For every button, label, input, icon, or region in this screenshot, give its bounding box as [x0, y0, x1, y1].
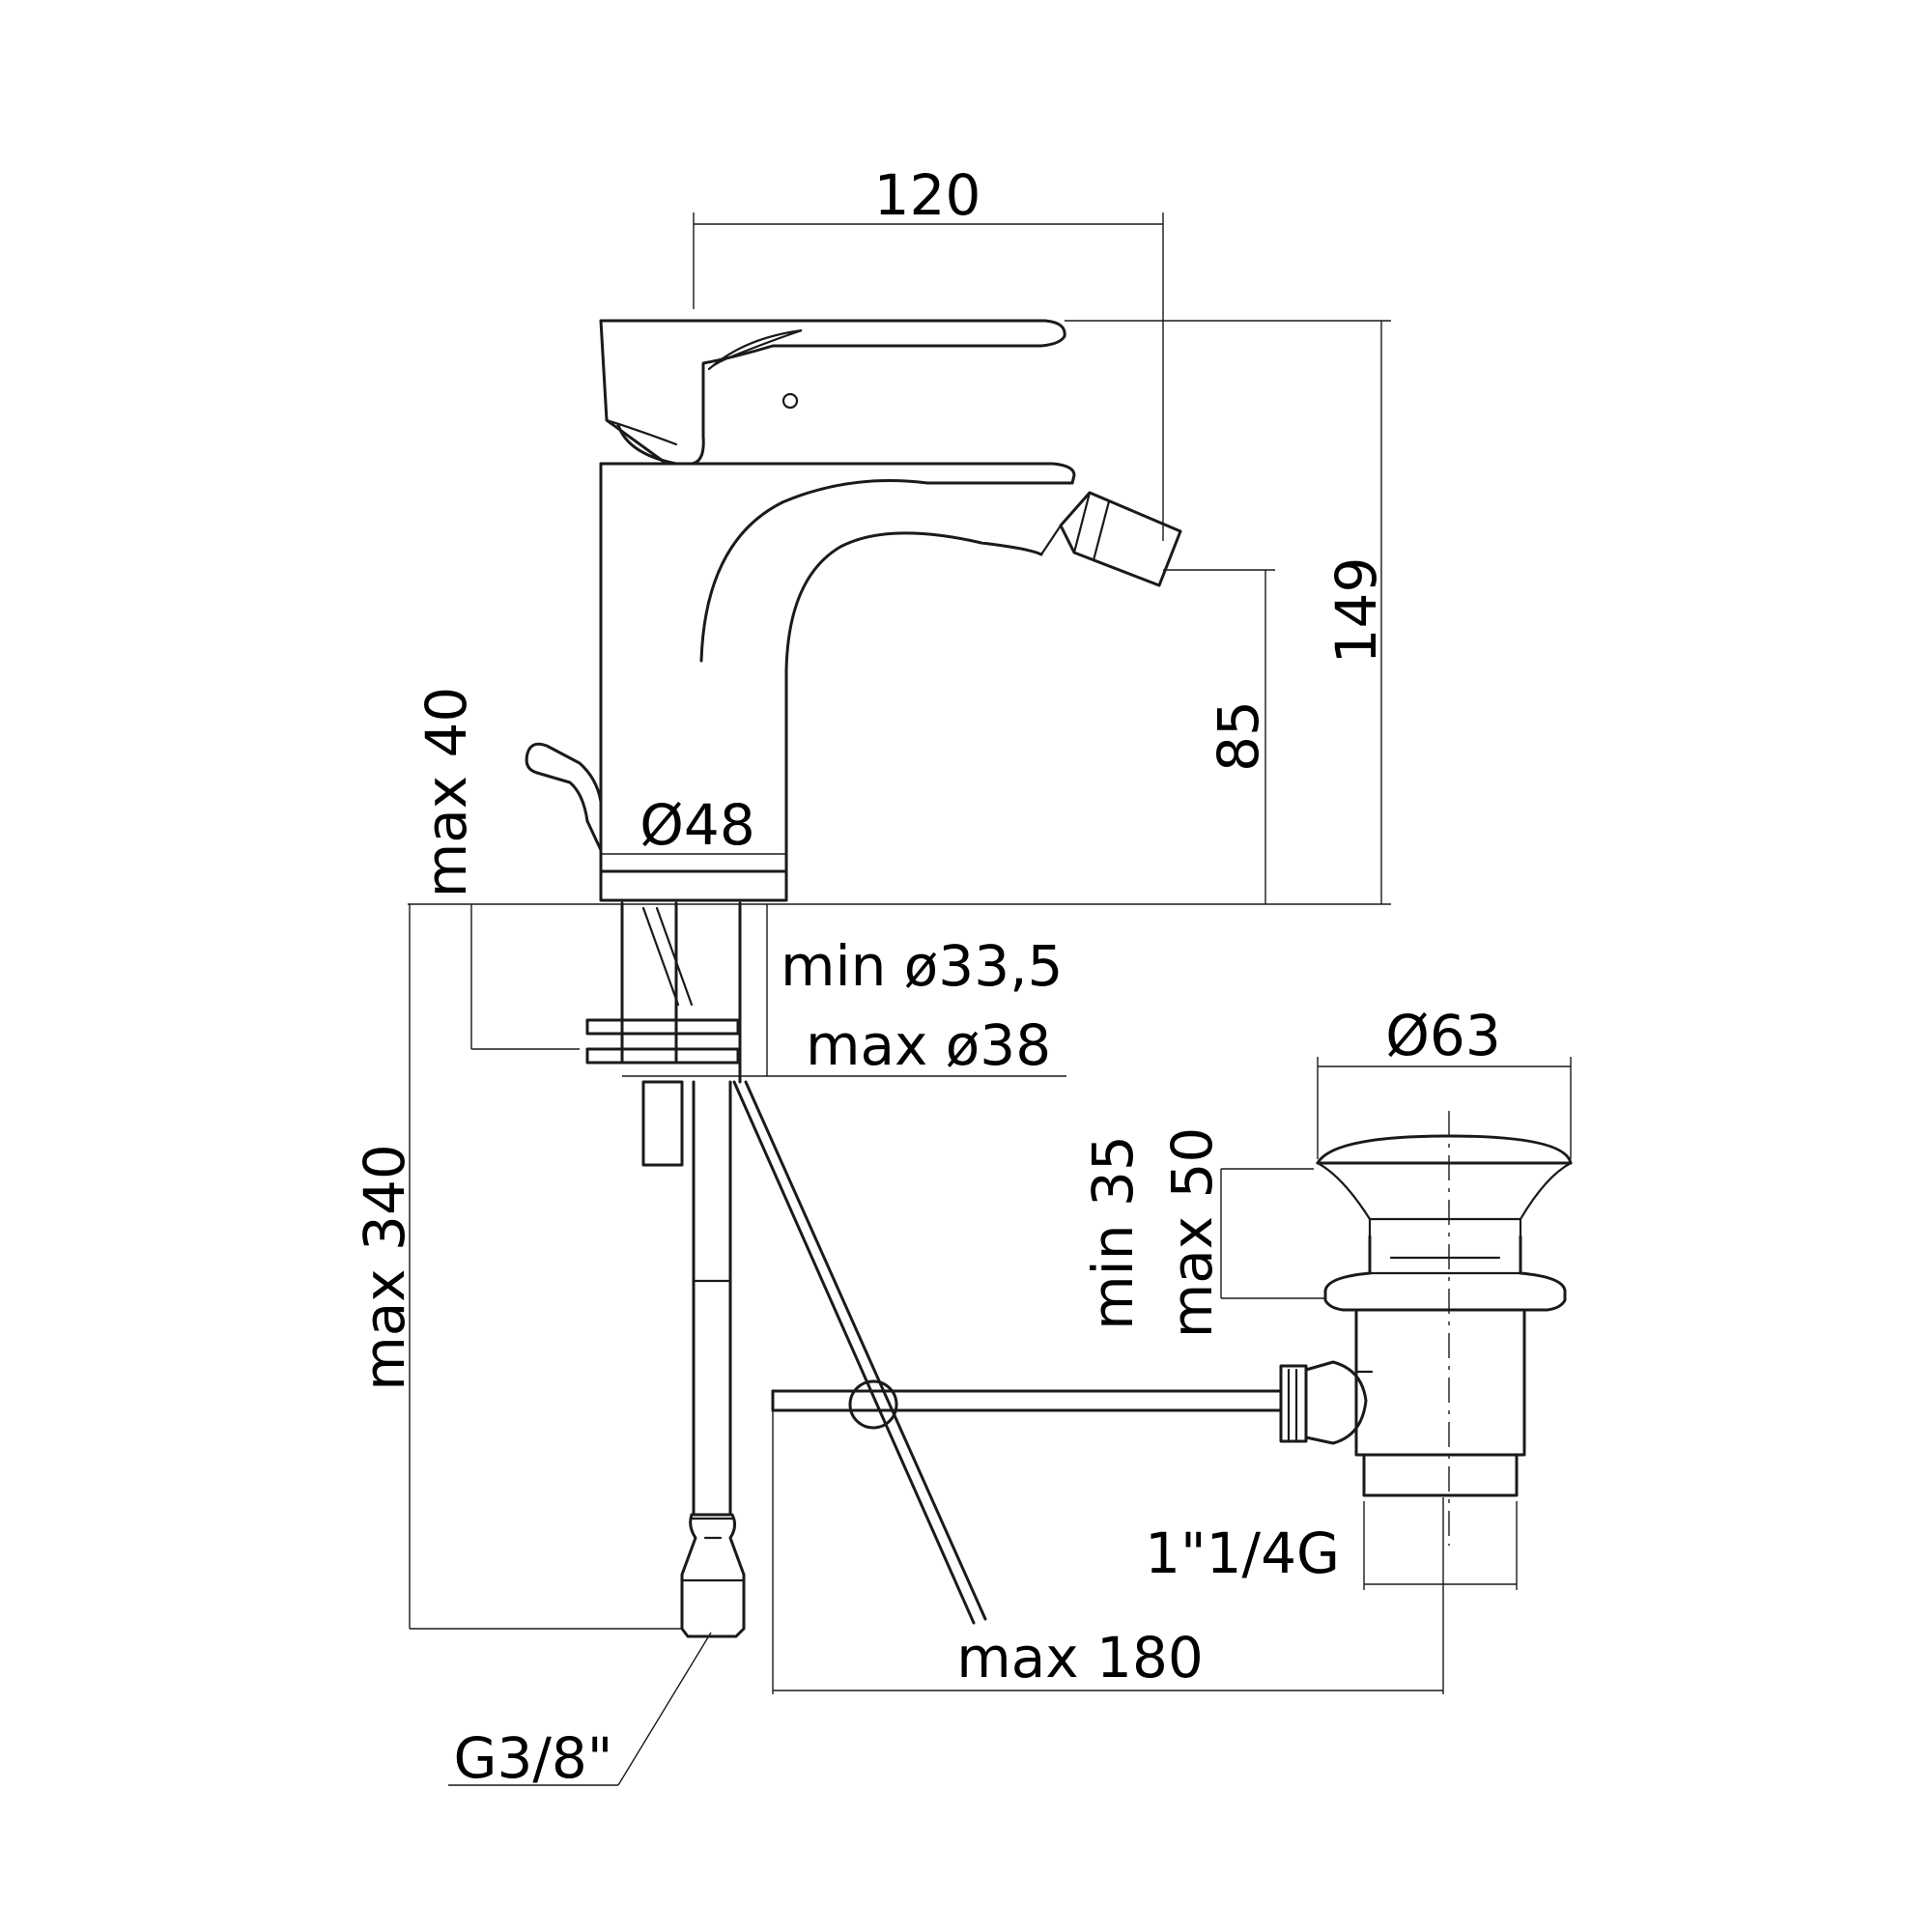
dim-waste-thread: 1"1/4G: [1145, 1520, 1340, 1586]
mixer-body: [599, 319, 1182, 902]
dim-waste-max: max 50: [1159, 1127, 1225, 1339]
waste-rod: [732, 1080, 1283, 1625]
flexible-hose: [680, 1080, 746, 1638]
bidet-nozzle: [1039, 491, 1182, 587]
dim-hose-length: max 340: [352, 1144, 417, 1391]
dim-spout-height: 85: [1206, 700, 1271, 772]
dimension-lines: [408, 213, 1572, 1786]
dim-base-diameter: Ø48: [639, 792, 754, 858]
dim-height-overall: 149: [1323, 557, 1389, 665]
dimension-labels: 120 149 85 Ø48 max 40 min ø33,5 max ø38 …: [352, 162, 1501, 1791]
dim-deck-thickness: max 40: [413, 687, 479, 898]
dim-rod-length: max 180: [956, 1625, 1204, 1690]
dim-hole-min: min ø33,5: [781, 933, 1063, 999]
dim-hole-max: max ø38: [806, 1012, 1051, 1078]
mounting-shank: [585, 901, 742, 1167]
dim-waste-min: min 35: [1080, 1135, 1146, 1330]
dim-waste-diameter: Ø63: [1385, 1003, 1500, 1068]
popup-rod: [525, 742, 603, 852]
popup-waste: [1279, 1111, 1573, 1546]
dim-width-overall: 120: [874, 162, 981, 228]
dim-hose-thread: G3/8": [454, 1725, 613, 1791]
